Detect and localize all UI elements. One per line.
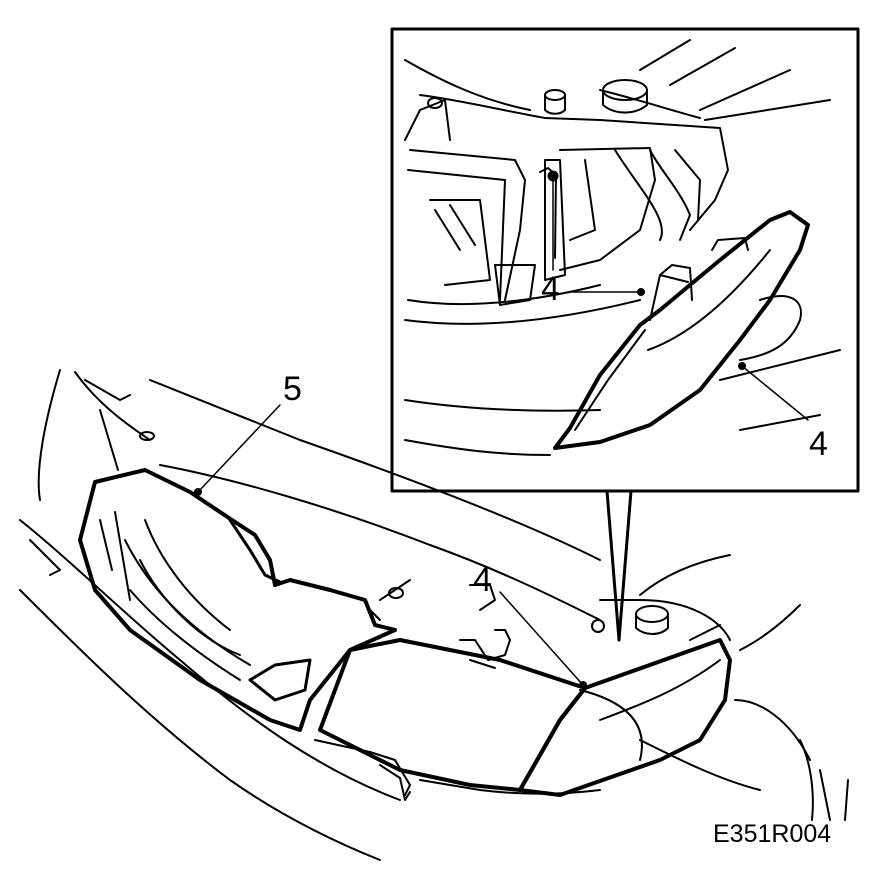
inset-engine-bay-lines [404, 39, 841, 456]
inset-pointer [605, 489, 633, 642]
callout-5-grille: 5 [283, 370, 302, 408]
inset-caps [427, 79, 648, 115]
inset-detail [390, 27, 860, 642]
inset-headlamp [539, 167, 810, 450]
callout-4-inset-lower: 4 [809, 425, 828, 463]
main-leader-dot [579, 681, 587, 689]
callout-4-inset-upper: 4 [541, 270, 560, 308]
callout-4-headlamp: 4 [473, 561, 492, 599]
inset-leader-lines [552, 179, 809, 421]
main-view [19, 369, 849, 861]
inset-leader-dot [738, 362, 746, 370]
main-headlamp [314, 638, 732, 801]
inset-frame [390, 27, 860, 493]
grille-panel [78, 468, 397, 732]
main-caps [139, 431, 669, 635]
figure-code: E351R004 [713, 820, 832, 848]
vehicle-front-body [19, 369, 849, 861]
main-leader-dot [194, 488, 202, 496]
main-leader-lines [197, 404, 584, 686]
inset-leader-dot [637, 288, 645, 296]
